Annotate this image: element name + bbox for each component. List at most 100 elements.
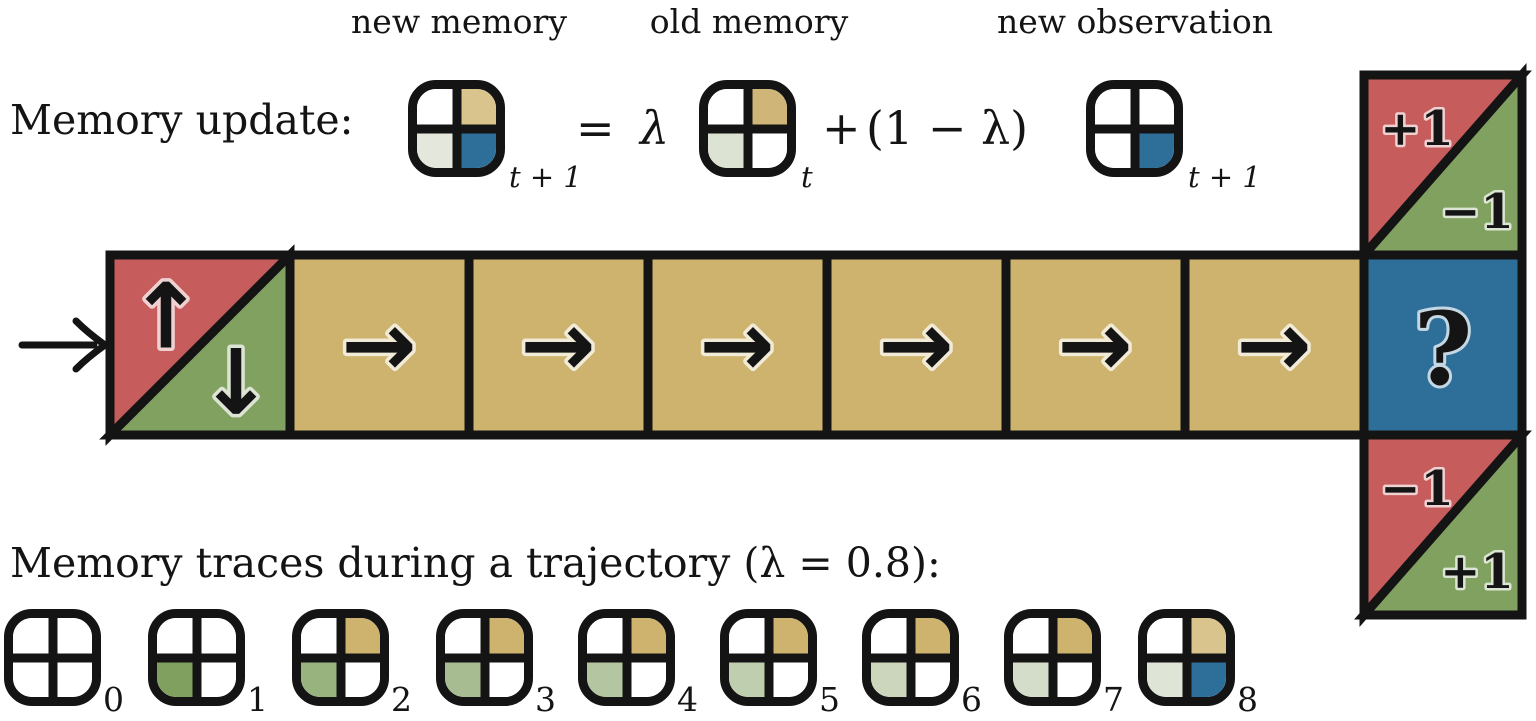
quadrant-tl bbox=[729, 618, 769, 658]
one-minus-lambda: (1 − λ) bbox=[866, 101, 1029, 155]
equals-sign: = bbox=[576, 101, 615, 155]
memory-trace-icon-0 bbox=[4, 609, 101, 706]
quadrant-tl bbox=[1147, 618, 1187, 658]
icon-divider bbox=[1048, 618, 1057, 697]
question-mark: ? bbox=[1414, 290, 1473, 408]
quadrant-tr bbox=[768, 618, 808, 658]
icon-divider bbox=[48, 618, 57, 697]
quadrant-br bbox=[768, 657, 808, 697]
quadrant-bl bbox=[301, 657, 341, 697]
label-new-observation: new observation bbox=[996, 2, 1274, 41]
quadrant-bl bbox=[1095, 128, 1135, 168]
start-cell: ↑ ↓ bbox=[99, 244, 301, 446]
icon-divider bbox=[1130, 89, 1139, 168]
reward-plus-one: +1 bbox=[1440, 544, 1514, 600]
quadrant-tl bbox=[417, 89, 457, 129]
subscript-new-observation: t + 1 bbox=[1188, 160, 1261, 194]
icon-divider bbox=[764, 618, 773, 697]
icon-divider bbox=[622, 618, 631, 697]
memory-trace-icon-6 bbox=[862, 609, 959, 706]
quadrant-br bbox=[1186, 657, 1226, 697]
quadrant-bl bbox=[871, 657, 911, 697]
quadrant-tr bbox=[1134, 89, 1174, 129]
quadrant-tl bbox=[871, 618, 911, 658]
equation-title: Memory update: bbox=[10, 96, 354, 144]
down-arrow-icon: ↓ bbox=[198, 331, 273, 436]
memory-trace-icon-3 bbox=[436, 609, 533, 706]
new-observation-icon bbox=[1086, 80, 1183, 177]
lambda-symbol: λ bbox=[640, 101, 670, 155]
quadrant-br bbox=[910, 657, 950, 697]
quadrant-tr bbox=[340, 618, 380, 658]
quadrant-br bbox=[1052, 657, 1092, 697]
quadrant-bl bbox=[587, 657, 627, 697]
right-arrow-icon: → bbox=[1057, 293, 1132, 398]
label-new-memory: new memory bbox=[351, 2, 567, 41]
subscript-new-memory: t + 1 bbox=[509, 160, 582, 194]
trace-index: 6 bbox=[961, 680, 982, 719]
quadrant-tr bbox=[1052, 618, 1092, 658]
right-arrow-icon: → bbox=[520, 293, 595, 398]
quadrant-br bbox=[340, 657, 380, 697]
old-memory-icon bbox=[699, 80, 796, 177]
quadrant-br bbox=[1134, 128, 1174, 168]
trace-index: 1 bbox=[247, 680, 268, 719]
icon-divider bbox=[906, 618, 915, 697]
quadrant-tl bbox=[301, 618, 341, 658]
trace-index: 8 bbox=[1237, 680, 1258, 719]
quadrant-tr bbox=[910, 618, 950, 658]
quadrant-tl bbox=[1095, 89, 1135, 129]
quadrant-tr bbox=[484, 618, 524, 658]
reward-cell-bottom: −1 +1 bbox=[1354, 423, 1532, 627]
quadrant-br bbox=[456, 128, 496, 168]
up-arrow-icon: ↑ bbox=[128, 265, 203, 370]
quadrant-bl bbox=[1013, 657, 1053, 697]
quadrant-bl bbox=[1147, 657, 1187, 697]
memory-trace-icon-7 bbox=[1004, 609, 1101, 706]
quadrant-tr bbox=[52, 618, 92, 658]
quadrant-tr bbox=[747, 89, 787, 129]
reward-minus-one: −1 bbox=[1440, 184, 1514, 240]
quadrant-tr bbox=[456, 89, 496, 129]
quadrant-tl bbox=[157, 618, 197, 658]
quadrant-tr bbox=[196, 618, 236, 658]
memory-trace-icon-4 bbox=[578, 609, 675, 706]
reward-minus-one: −1 bbox=[1380, 461, 1454, 517]
icon-divider bbox=[452, 89, 461, 168]
quadrant-bl bbox=[13, 657, 53, 697]
quadrant-br bbox=[196, 657, 236, 697]
icon-divider bbox=[1182, 618, 1191, 697]
trace-index: 2 bbox=[391, 680, 412, 719]
memory-trace-icon-5 bbox=[720, 609, 817, 706]
icon-divider bbox=[336, 618, 345, 697]
trace-index: 3 bbox=[535, 680, 556, 719]
quadrant-tr bbox=[1186, 618, 1226, 658]
memory-trace-icon-2 bbox=[292, 609, 389, 706]
goal-cell: ? bbox=[1359, 250, 1527, 440]
reward-cell-top: +1 −1 bbox=[1354, 63, 1532, 267]
icon-divider bbox=[192, 618, 201, 697]
quadrant-tl bbox=[445, 618, 485, 658]
right-arrow-icon: → bbox=[699, 293, 774, 398]
memory-trace-icon-1 bbox=[148, 609, 245, 706]
entry-arrow-icon bbox=[18, 317, 112, 373]
corridor: → → → → → → bbox=[285, 250, 1369, 440]
quadrant-tr bbox=[626, 618, 666, 658]
quadrant-bl bbox=[417, 128, 457, 168]
icon-divider bbox=[743, 89, 752, 168]
memory-trace-icon-8 bbox=[1138, 609, 1235, 706]
subscript-old-memory: t bbox=[801, 160, 813, 194]
quadrant-bl bbox=[729, 657, 769, 697]
quadrant-tl bbox=[13, 618, 53, 658]
trace-index: 0 bbox=[103, 680, 124, 719]
quadrant-bl bbox=[445, 657, 485, 697]
quadrant-br bbox=[484, 657, 524, 697]
new-memory-icon bbox=[408, 80, 505, 177]
label-old-memory: old memory bbox=[649, 2, 849, 41]
traces-title: Memory traces during a trajectory (λ = 0… bbox=[10, 539, 941, 587]
quadrant-bl bbox=[157, 657, 197, 697]
right-arrow-icon: → bbox=[341, 293, 416, 398]
quadrant-br bbox=[52, 657, 92, 697]
quadrant-tl bbox=[587, 618, 627, 658]
